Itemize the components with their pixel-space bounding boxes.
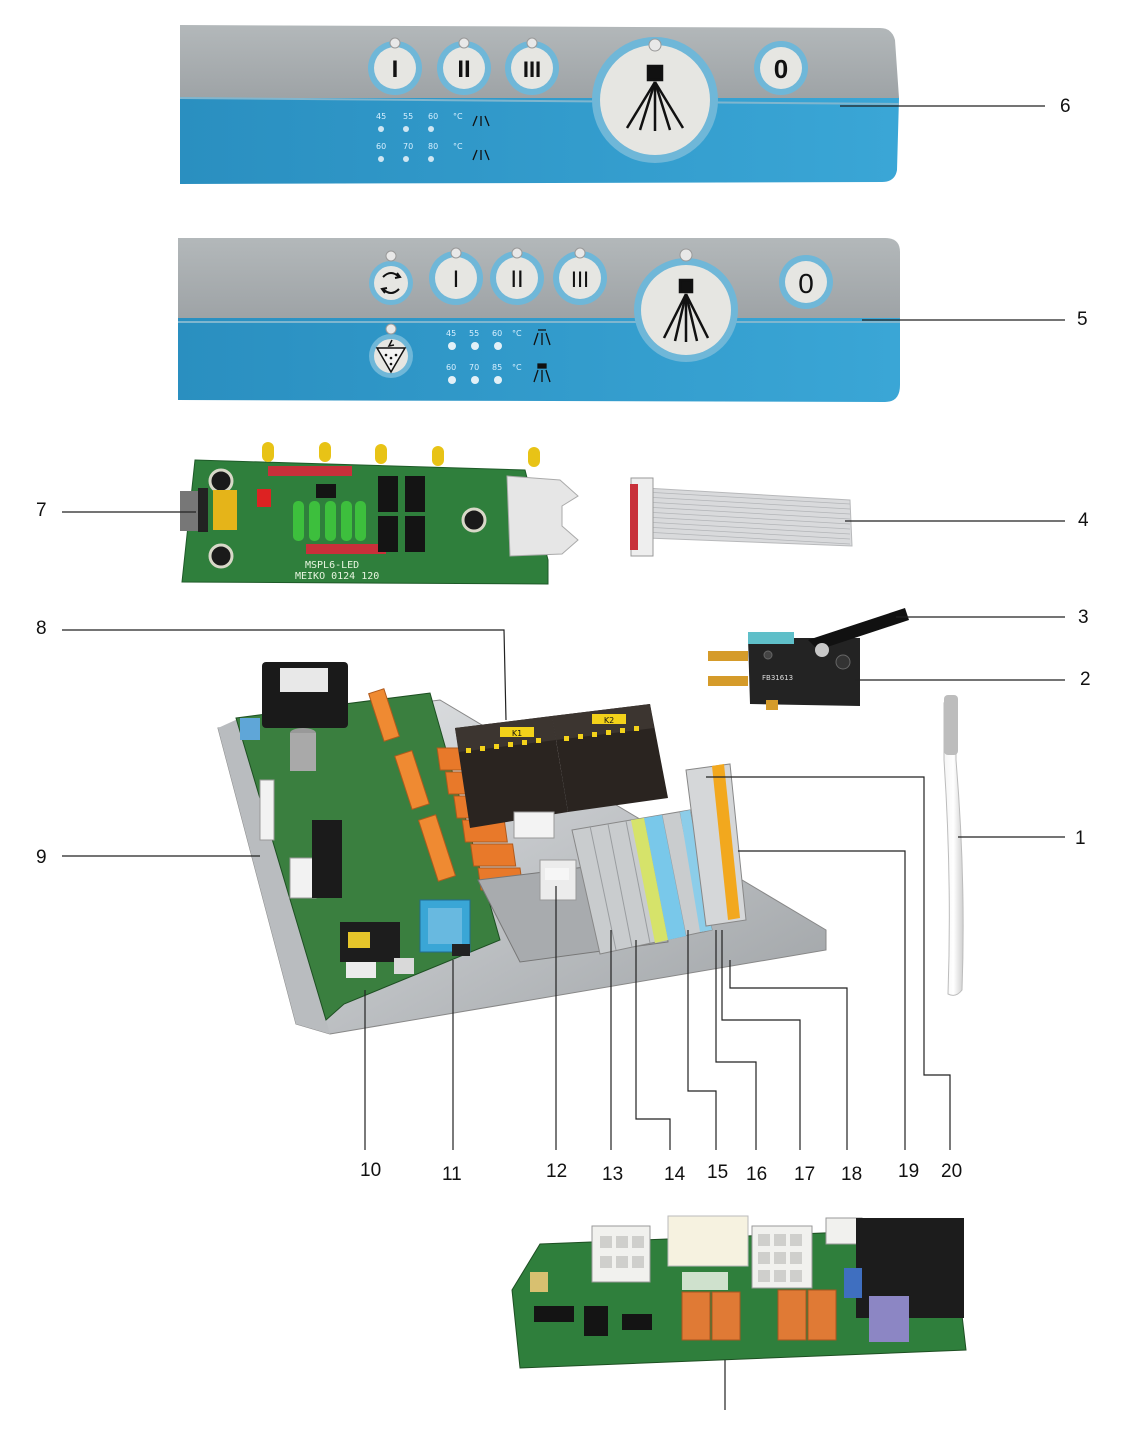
svg-text:80: 80: [428, 142, 438, 151]
contactor-k1: K1: [455, 716, 568, 839]
svg-text:MEIKO 0124 120: MEIKO 0124 120: [295, 571, 379, 582]
svg-text:°C: °C: [453, 112, 463, 121]
svg-text:K1: K1: [512, 729, 522, 738]
svg-text:60: 60: [492, 329, 502, 338]
off-button: 0: [754, 41, 808, 95]
svg-text:0: 0: [798, 268, 814, 299]
callout-1: 1: [1075, 828, 1086, 849]
regeneration-icon: [380, 272, 402, 294]
svg-text:°C: °C: [512, 329, 522, 338]
callout-11: 11: [442, 1164, 462, 1185]
svg-text:°C: °C: [512, 363, 522, 372]
drain-button: [369, 323, 413, 378]
svg-text:85: 85: [492, 363, 502, 372]
program-3-button: III: [553, 247, 607, 305]
svg-text:III: III: [571, 267, 589, 292]
contactor-k2: K2: [552, 704, 668, 812]
rinse-boiler-icon: [472, 149, 490, 161]
start-button: [592, 37, 718, 163]
ribbon-cable: [630, 477, 853, 557]
callout-12: 12: [546, 1161, 567, 1182]
svg-text:II: II: [510, 266, 523, 293]
callout-3: 3: [1078, 607, 1089, 628]
callout-18: 18: [841, 1164, 862, 1185]
svg-text:I: I: [392, 56, 399, 83]
temperature-indicators-row-2: 60 70 80 °C: [376, 142, 490, 162]
spray-icon: [625, 64, 685, 131]
program-2-button: II: [437, 37, 491, 95]
regeneration-button: [369, 250, 413, 305]
leader-lines: [62, 105, 1065, 1410]
temperature-indicators-row-1: 45 55 60 °C: [446, 329, 551, 350]
svg-text:I: I: [453, 266, 460, 293]
svg-text:K2: K2: [604, 716, 614, 725]
svg-text:60: 60: [428, 112, 438, 121]
callout-10: 10: [360, 1160, 381, 1181]
svg-text:MSPL6-LED: MSPL6-LED: [305, 560, 359, 571]
main-control-unit: K1 K2: [217, 662, 827, 1035]
callout-2: 2: [1080, 669, 1091, 690]
svg-text:FB31613: FB31613: [762, 674, 793, 682]
terminal-blocks: [571, 763, 747, 955]
svg-text:°C: °C: [453, 142, 463, 151]
svg-text:II: II: [457, 56, 470, 83]
svg-text:60: 60: [376, 142, 386, 151]
temperature-indicators-row-2: 60 70 85 °C: [446, 363, 551, 384]
program-1-button: I: [429, 247, 483, 305]
svg-text:70: 70: [469, 363, 479, 372]
program-1-button: I: [368, 37, 422, 95]
power-circuit-board: [511, 1215, 967, 1369]
svg-text:0: 0: [774, 54, 788, 84]
spray-icon: [662, 278, 710, 342]
callout-20: 20: [941, 1161, 962, 1182]
svg-text:55: 55: [403, 112, 413, 121]
callout-13: 13: [602, 1164, 623, 1185]
wash-tank-icon: [472, 115, 490, 127]
drain-icon: [375, 339, 407, 374]
svg-text:60: 60: [446, 363, 456, 372]
temperature-sensor: [943, 695, 964, 996]
microswitch: FB31613: [708, 608, 909, 710]
callout-numbers: 1 2 3 4 5 6 7 8 9 10 11 12 13 14 15 16 1…: [36, 96, 1091, 1185]
callout-19: 19: [898, 1161, 919, 1182]
callout-4: 4: [1078, 510, 1089, 531]
program-3-button: III: [505, 37, 559, 95]
rinse-boiler-icon: [533, 363, 551, 383]
temperature-indicators-row-1: 45 55 60 °C: [376, 112, 490, 132]
off-button: 0: [779, 255, 833, 309]
callout-15: 15: [707, 1162, 728, 1183]
control-panel-6: I II III: [179, 25, 900, 184]
control-panel-5: I II III: [178, 238, 900, 402]
callout-8: 8: [36, 618, 47, 639]
callout-7: 7: [36, 500, 47, 521]
program-2-button: II: [490, 247, 544, 305]
indicator-leds: [262, 442, 540, 467]
svg-text:45: 45: [376, 112, 386, 121]
callout-14: 14: [664, 1164, 686, 1185]
svg-text:III: III: [523, 57, 541, 82]
callout-5: 5: [1077, 309, 1088, 330]
callout-16: 16: [746, 1164, 767, 1185]
callout-17: 17: [794, 1164, 815, 1185]
callout-6: 6: [1060, 96, 1071, 117]
wash-tank-icon: [533, 329, 551, 346]
callout-9: 9: [36, 847, 47, 868]
led-circuit-board: MSPL6-LED MEIKO 0124 120: [180, 442, 579, 585]
svg-text:55: 55: [469, 329, 479, 338]
svg-text:45: 45: [446, 329, 456, 338]
svg-text:70: 70: [403, 142, 413, 151]
start-button: [634, 248, 738, 362]
